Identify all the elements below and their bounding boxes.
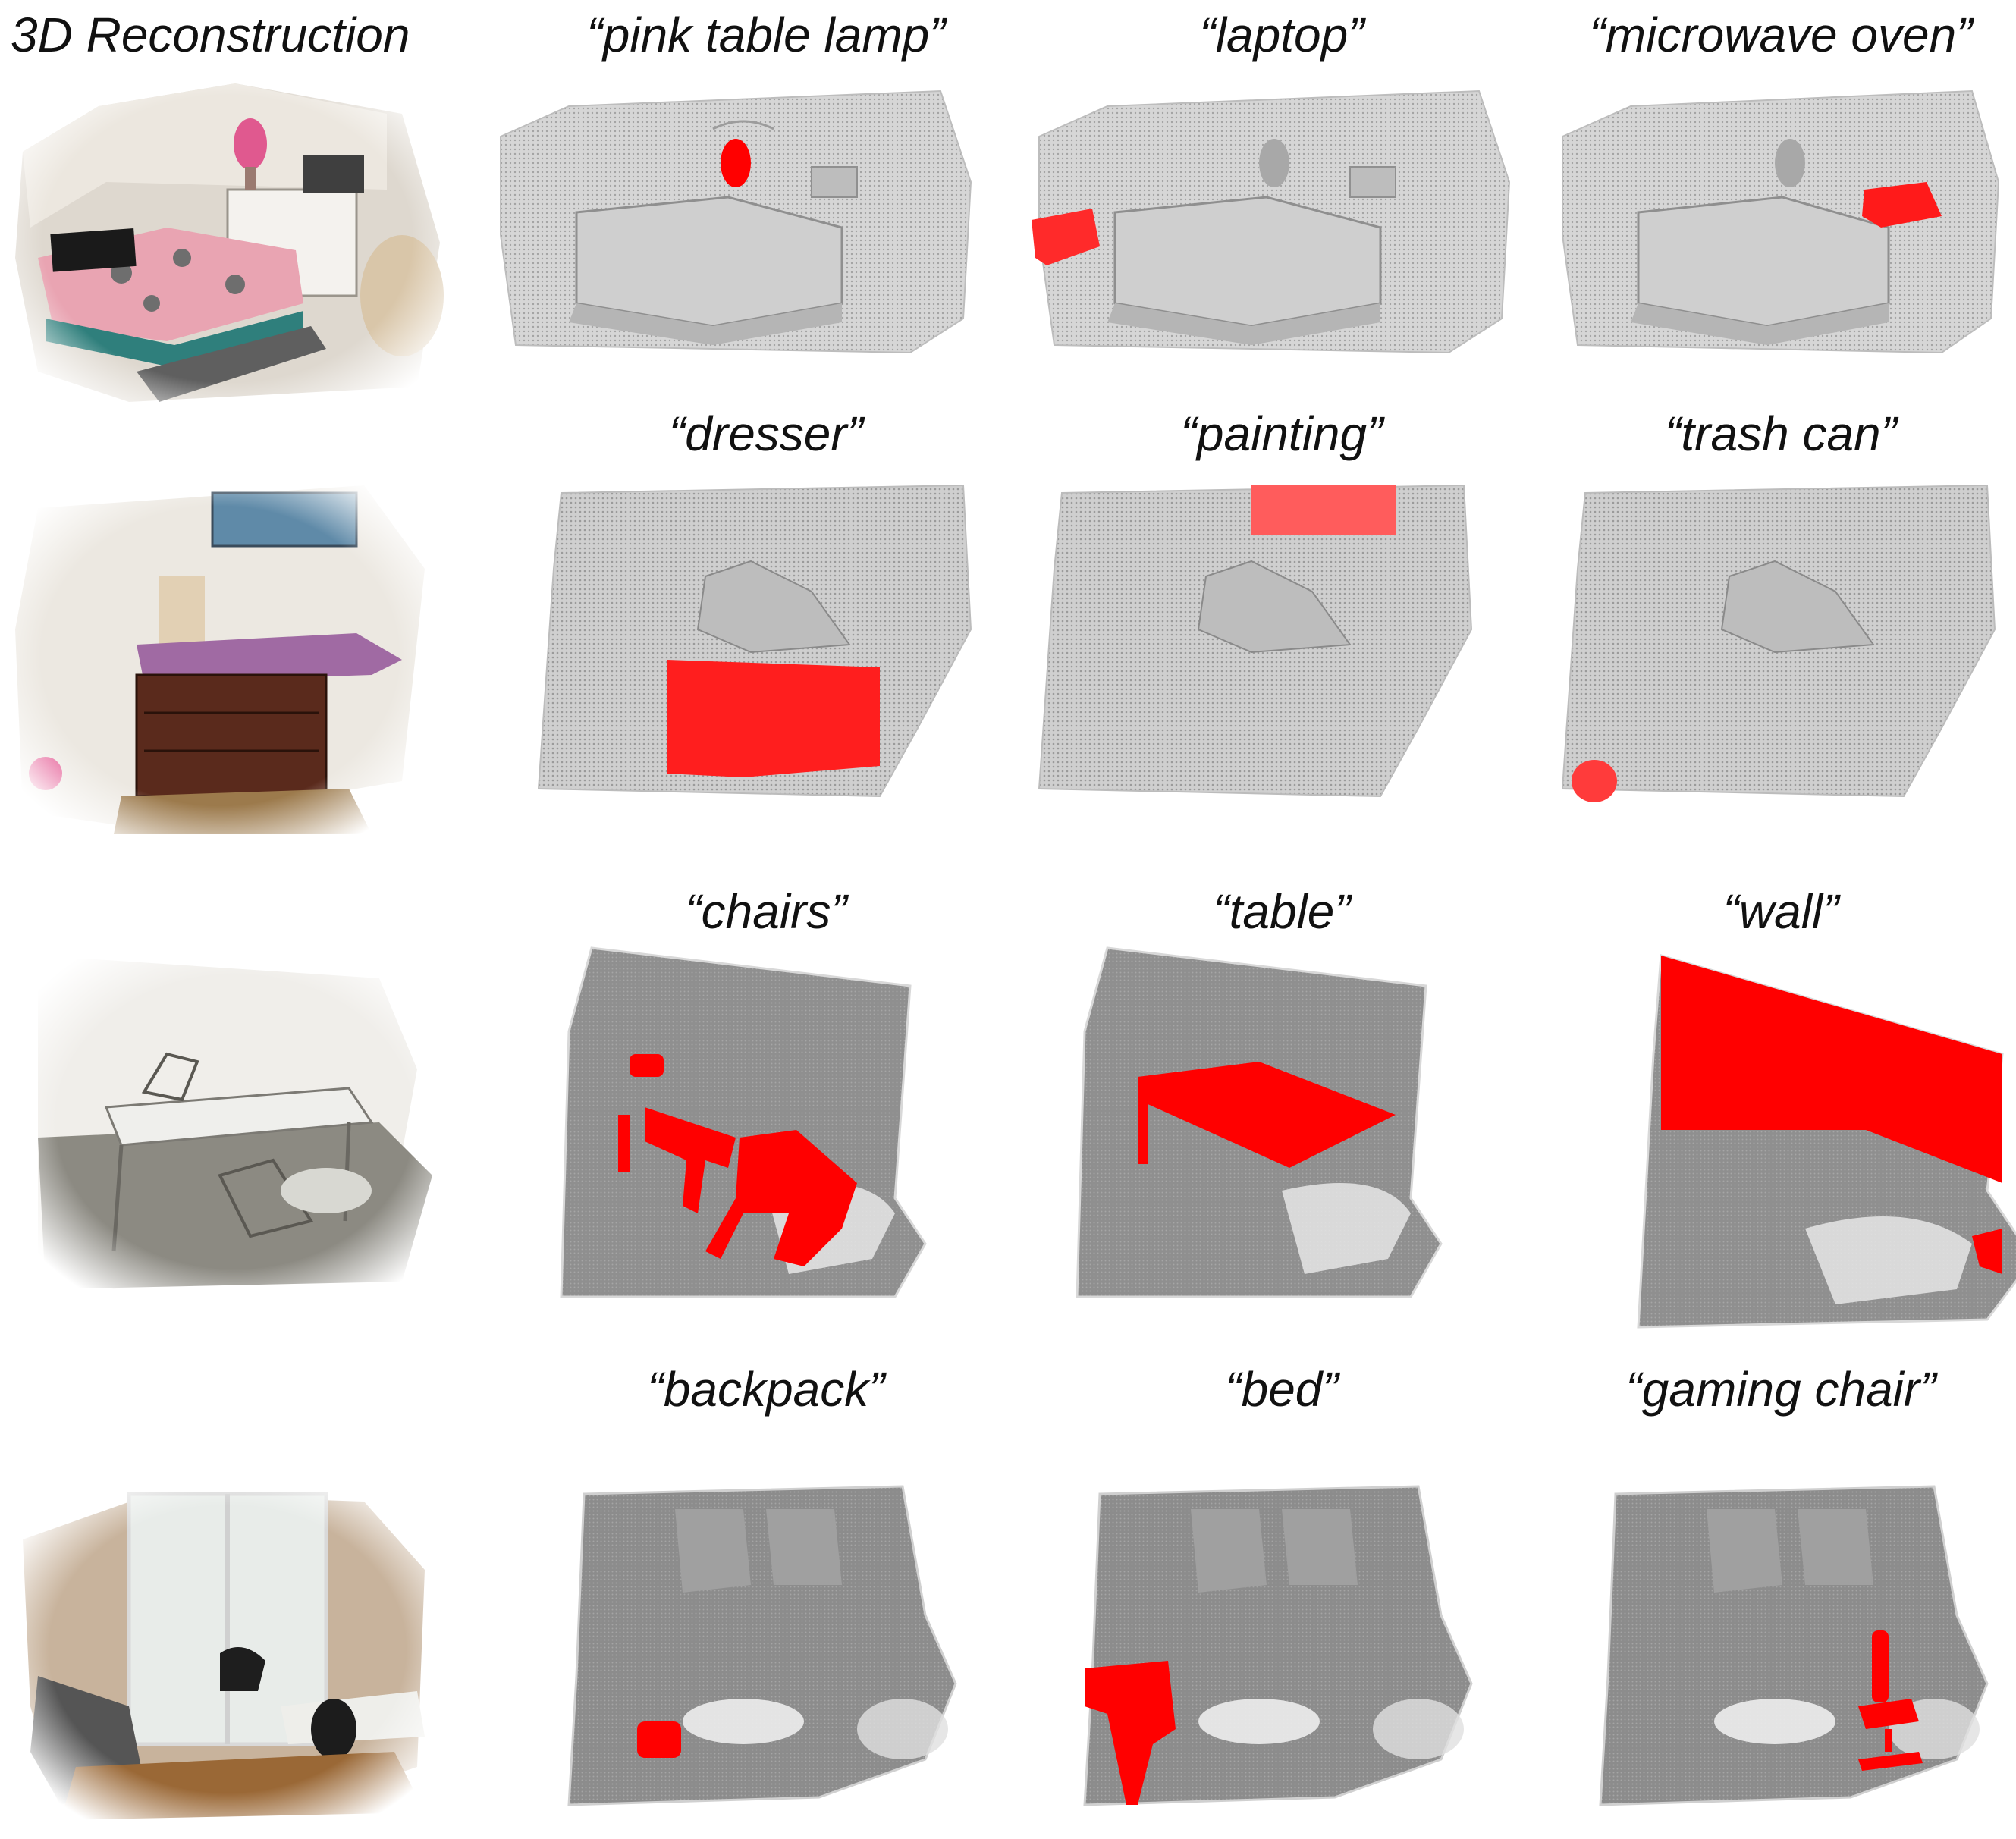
point-cloud-dresser <box>523 478 978 827</box>
query-label: “bed” <box>1225 1362 1339 1417</box>
query-label: “dresser” <box>668 406 864 461</box>
highlight-mask <box>667 660 880 777</box>
highlight-mask <box>1032 209 1100 265</box>
highlight-mask <box>618 1054 857 1266</box>
point-cloud-chairs <box>546 940 940 1335</box>
query-label: “backpack” <box>647 1362 885 1417</box>
reconstruction-image-office <box>23 948 447 1297</box>
query-label: “trash can” <box>1665 406 1897 461</box>
highlight-mask <box>1138 1062 1396 1168</box>
query-label: “pink table lamp” <box>586 8 946 62</box>
highlight-mask <box>1858 1630 1923 1771</box>
query-label: “chairs” <box>685 884 847 939</box>
point-cloud-bed <box>1062 1479 1487 1820</box>
query-label: “laptop” <box>1199 8 1364 62</box>
query-label: “microwave oven” <box>1589 8 1973 62</box>
highlight-mask <box>1661 956 2002 1183</box>
highlight-mask <box>1862 182 1942 228</box>
highlight-mask <box>1085 1661 1176 1805</box>
reconstruction-image-bedroom-office <box>15 1479 440 1820</box>
bedroom-illustration <box>8 68 447 410</box>
query-label: “wall” <box>1722 884 1839 939</box>
highlight-mask <box>637 1721 681 1758</box>
highlight-mask <box>1251 485 1396 535</box>
point-cloud-laptop <box>1024 83 1525 364</box>
highlight-mask <box>1972 1229 2002 1274</box>
point-cloud-gaming-chair <box>1578 1479 2002 1820</box>
query-label: “table” <box>1213 884 1351 939</box>
query-label: “gaming chair” <box>1625 1362 1936 1417</box>
point-cloud-wall <box>1578 940 2016 1335</box>
highlight-mask <box>1572 760 1617 802</box>
point-cloud-trash-can <box>1547 478 2002 827</box>
point-cloud-painting <box>1024 478 1479 827</box>
point-cloud-pink-table-lamp <box>485 83 986 364</box>
reconstruction-column-title: 3D Reconstruction <box>11 8 410 62</box>
query-label: “painting” <box>1180 406 1383 461</box>
reconstruction-image-dresser-room <box>8 478 432 834</box>
point-cloud-backpack <box>546 1479 971 1820</box>
point-cloud-table <box>1062 940 1456 1335</box>
reconstruction-image-bedroom <box>8 68 447 410</box>
point-cloud-microwave-oven <box>1547 83 2010 364</box>
highlight-mask <box>721 139 751 187</box>
